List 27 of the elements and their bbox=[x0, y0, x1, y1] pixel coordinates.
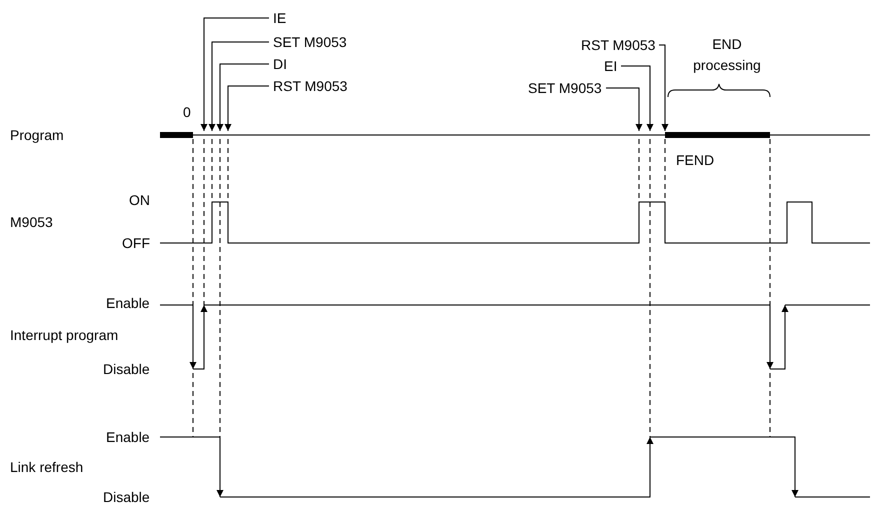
callout-label: RST M9053 bbox=[581, 37, 656, 53]
leader-arrow bbox=[208, 42, 270, 132]
time-label: 0 bbox=[183, 104, 191, 120]
level-label: OFF bbox=[122, 235, 150, 251]
level-label: Enable bbox=[106, 429, 150, 445]
level-label: Disable bbox=[103, 489, 150, 505]
signal-name: Program bbox=[10, 127, 64, 143]
leader-arrow bbox=[224, 86, 270, 132]
callout-label: DI bbox=[273, 56, 287, 72]
signal-name: M9053 bbox=[10, 214, 53, 230]
callout-label: IE bbox=[273, 10, 286, 26]
leader-arrow bbox=[216, 64, 270, 132]
leader-arrow bbox=[606, 88, 642, 132]
level-label: Enable bbox=[106, 295, 150, 311]
level-label: ON bbox=[129, 192, 150, 208]
callout-label: SET M9053 bbox=[528, 80, 602, 96]
instruction-label: FEND bbox=[676, 152, 714, 168]
signal-name: Link refresh bbox=[10, 459, 84, 475]
callout-label: RST M9053 bbox=[273, 78, 348, 94]
leader-arrow bbox=[658, 44, 668, 132]
signal-name: Interrupt program bbox=[10, 327, 118, 343]
level-label: Disable bbox=[103, 361, 150, 377]
leader-arrow bbox=[200, 18, 270, 132]
phase-label: END processing bbox=[692, 35, 762, 75]
callout-label: EI bbox=[604, 58, 618, 74]
leader-arrow bbox=[620, 66, 654, 132]
callout-label: SET M9053 bbox=[273, 34, 347, 50]
